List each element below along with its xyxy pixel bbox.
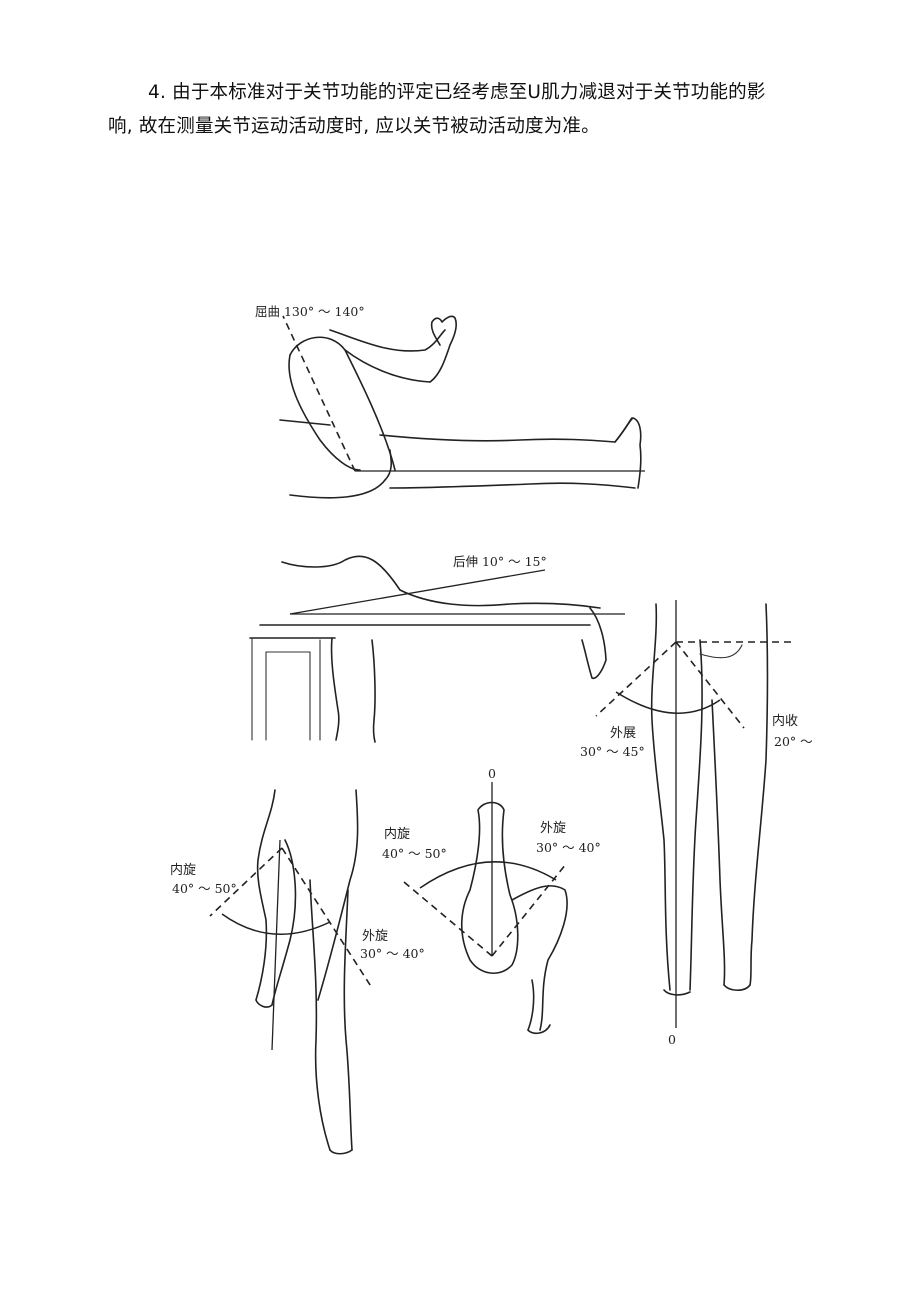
seated-rotation-arc — [221, 913, 331, 935]
external-rotation-range: 30° ～ 40° — [360, 946, 425, 961]
seated-rotation-diagram: 内旋 40° ～ 50° 外旋 30° ～ 40° — [170, 789, 425, 1155]
body-paragraph: 4. 由于本标准对于关节功能的评定已经考虑至U肌力减退对于关节功能的影 响, 故… — [108, 76, 808, 144]
straight-foot — [614, 417, 642, 489]
hanging-shin-left — [309, 879, 331, 1151]
extended-foot — [581, 607, 607, 680]
prone-leg — [460, 801, 519, 974]
prone-back-outline — [281, 555, 601, 609]
internal-rotation-label: 内旋 — [170, 862, 196, 878]
extension-angle-line — [289, 569, 546, 615]
abduction-adduction-diagram: 外展 30° ～ 45° 内收 20° ～ 0 — [580, 600, 813, 1047]
flexion-label: 屈曲 130° ～ 140° — [255, 304, 365, 319]
zero-mark-top: 0 — [488, 766, 496, 781]
paragraph-line-2: 响, 故在测量关节运动活动度时, 应以关节被动活动度为准。 — [108, 116, 600, 137]
left-foot — [663, 989, 691, 996]
hip-extension-diagram: 后伸 10° ～ 15° — [249, 554, 625, 743]
adduction-range: 20° ～ — [774, 734, 813, 749]
seated-axis-line — [271, 839, 281, 1051]
buttock — [289, 449, 393, 499]
prone-external-dashed — [491, 863, 567, 957]
adduction-dashed-line — [675, 641, 745, 729]
prone-rotation-arc — [419, 861, 557, 889]
abduction-arc — [615, 691, 721, 714]
table-legs — [251, 637, 321, 741]
zero-mark-bottom: 0 — [668, 1032, 676, 1047]
flexion-dashed-line — [282, 315, 356, 472]
raised-foot — [429, 315, 457, 383]
prone-internal-label: 内旋 — [384, 826, 410, 842]
rotated-foot-2 — [527, 1024, 551, 1035]
hanging-leg-left — [330, 637, 340, 741]
internal-rotation-dashed — [209, 847, 283, 917]
prone-internal-dashed — [403, 881, 493, 957]
abduction-dashed-line — [595, 641, 677, 717]
flexed-thigh-front — [289, 336, 396, 471]
hanging-shin-right — [343, 889, 353, 1151]
right-leg-inner — [711, 699, 726, 986]
extension-label: 后伸 10° ～ 15° — [453, 554, 547, 569]
prone-external-label: 外旋 — [540, 821, 566, 836]
groin-line — [699, 644, 743, 659]
adduction-label: 内收 — [772, 713, 798, 729]
internal-rotation-range: 40° ～ 50° — [172, 881, 237, 896]
prone-internal-range: 40° ～ 50° — [382, 846, 447, 861]
left-thigh-outer — [255, 789, 276, 1001]
left-leg-inner — [689, 639, 703, 991]
abduction-label: 外展 — [610, 726, 636, 741]
right-thigh-outer — [317, 789, 359, 1001]
prone-external-range: 30° ～ 40° — [536, 840, 601, 855]
rotated-lower-leg — [511, 885, 568, 1031]
right-leg-outer — [749, 603, 769, 986]
right-foot — [723, 984, 751, 992]
rotated-foot — [255, 999, 273, 1008]
raised-shin-bottom — [344, 349, 431, 383]
abduction-range: 30° ～ 45° — [580, 744, 645, 759]
left-leg-outer — [650, 603, 671, 991]
prone-rotation-diagram: 0 内旋 40° ～ 50° 外旋 30° ～ 40° — [382, 766, 601, 1035]
paragraph-line-1: 4. 由于本标准对于关节功能的评定已经考虑至U肌力减退对于关节功能的影 — [148, 82, 766, 103]
straight-leg-top — [379, 417, 633, 443]
rotated-lower-leg-inner — [527, 979, 535, 1031]
raised-shin-top — [329, 329, 446, 352]
external-rotation-label: 外旋 — [362, 929, 388, 944]
straight-leg-bottom — [389, 482, 636, 489]
hip-flexion-diagram: 屈曲 130° ～ 140° — [255, 304, 645, 499]
flexed-thigh-back — [288, 354, 361, 471]
bed-edge — [279, 419, 331, 426]
hanging-foot — [329, 1149, 353, 1155]
rotated-shin — [271, 839, 297, 1006]
hanging-leg-right — [371, 639, 376, 743]
external-rotation-dashed — [281, 847, 373, 989]
